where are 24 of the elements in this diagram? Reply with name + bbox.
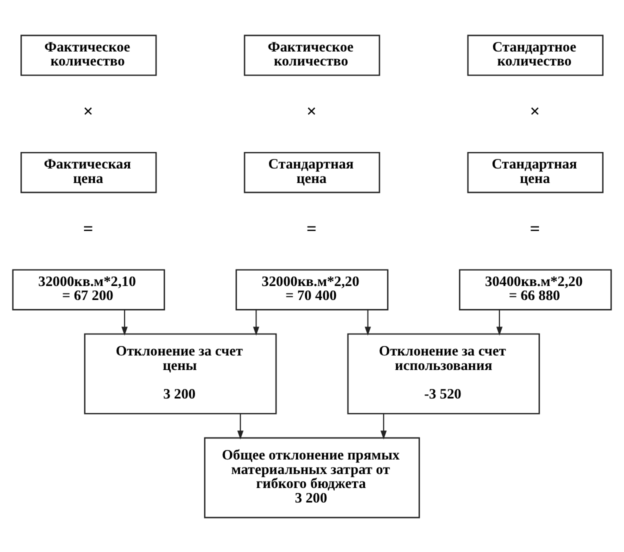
arrow: [121, 309, 128, 336]
node-box: 32000кв.м*2,10 = 67 200: [12, 268, 166, 310]
node-box: Фактическая цена: [20, 151, 157, 193]
label: =: [83, 218, 94, 238]
arrow: [496, 309, 503, 336]
arrow: [364, 309, 371, 336]
node-box: Отклонение за счет использования -3 520: [347, 332, 540, 414]
arrow: [253, 309, 260, 336]
node-box: Фактическое количество: [20, 34, 157, 76]
arrow: [237, 413, 244, 439]
arrow: [380, 413, 387, 439]
label: ×: [83, 100, 94, 121]
label: =: [306, 218, 317, 238]
node-box: Стандартная цена: [467, 151, 604, 193]
node-box: Общее отклонение прямых материальных затрат от гибкого бюджета 3 200: [204, 436, 420, 518]
node-box: 32000кв.м*2,20 = 70 400: [236, 268, 388, 310]
node-box: Стандартное количество: [467, 34, 604, 76]
node-box: 30400кв.м*2,20 = 66 880: [458, 268, 612, 310]
label: ×: [306, 100, 317, 121]
label: ×: [530, 100, 540, 121]
node-box: Стандартная цена: [244, 151, 380, 193]
label: =: [530, 218, 540, 238]
node-box: Фактическое количество: [244, 34, 380, 76]
node-box: Отклонение за счет цены 3 200: [84, 332, 277, 414]
